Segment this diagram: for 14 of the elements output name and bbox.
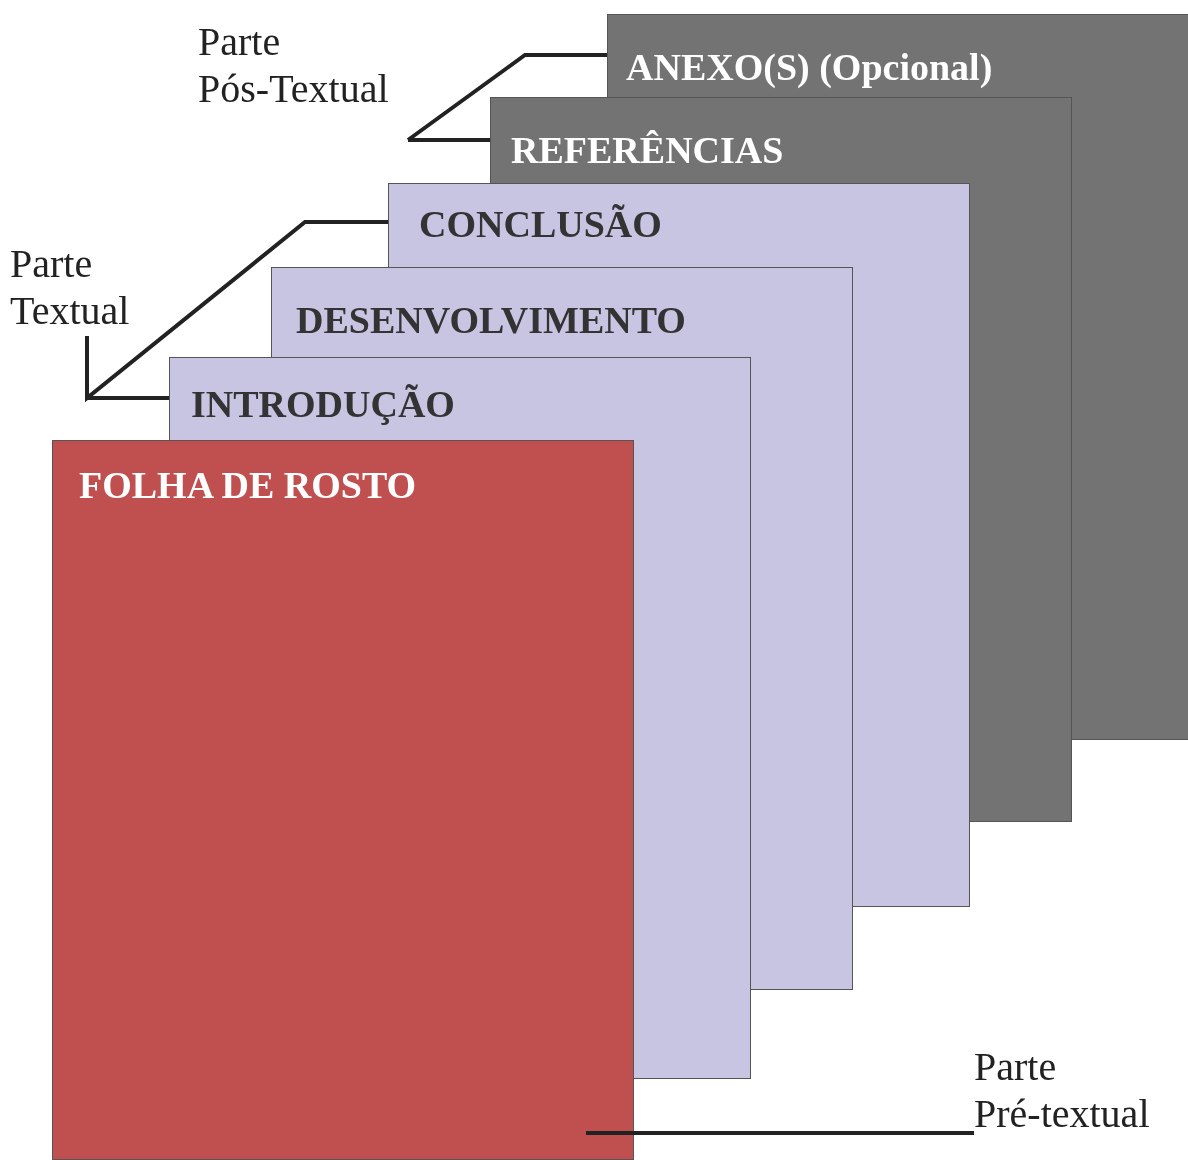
section-label: Parte Pós-Textual <box>198 18 438 140</box>
leader-line <box>406 53 607 142</box>
section-label: Parte Pré-textual <box>974 1043 1188 1137</box>
page-title: REFERÊNCIAS <box>511 128 784 172</box>
leader-line <box>586 1131 974 1135</box>
leader-line <box>85 220 388 403</box>
page-title: FOLHA DE ROSTO <box>79 463 417 507</box>
page-title: INTRODUÇÃO <box>191 382 455 426</box>
page-title: DESENVOLVIMENTO <box>296 298 686 342</box>
page-title: CONCLUSÃO <box>419 202 662 246</box>
page-sheet <box>52 440 634 1160</box>
page-title: ANEXO(S) (Opcional) <box>626 45 993 89</box>
section-label: Parte Textual <box>10 240 170 334</box>
leader-line <box>408 138 490 142</box>
